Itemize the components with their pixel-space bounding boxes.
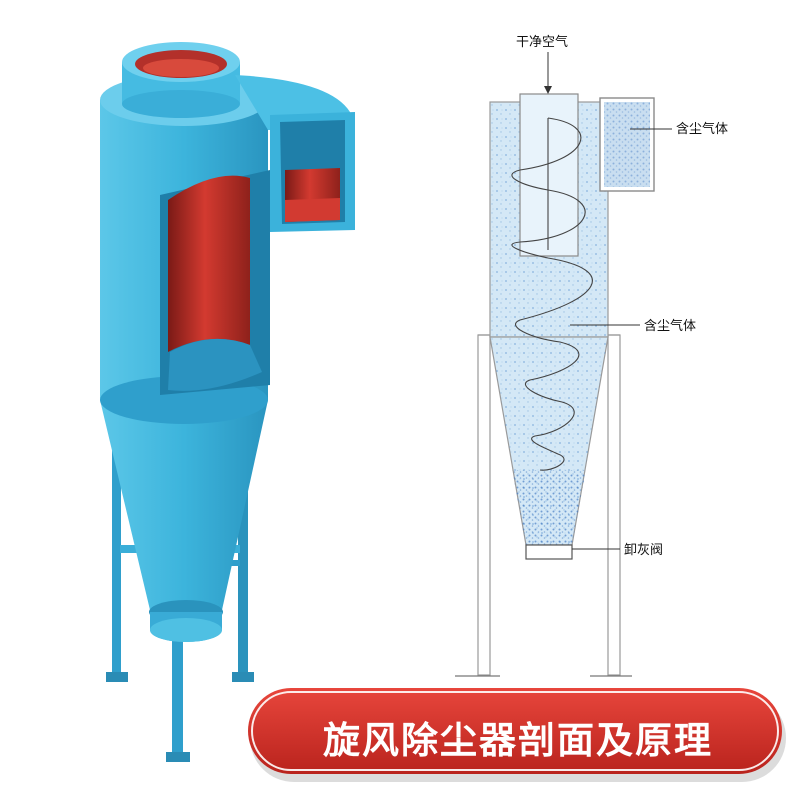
cone-body [100,400,268,610]
schematic-inner-tube [519,93,579,257]
cyclone-schematic [455,52,672,677]
leg-foot [232,672,254,682]
spiral-airflow [511,117,593,471]
label-dusty-gas-inlet: 含尘气体 [676,121,728,137]
schematic-leg [477,334,491,676]
inner-tube [168,175,250,352]
cyclone-3d-model [100,42,355,762]
label-discharge-valve: 卸灰阀 [624,542,663,558]
leg-foot [166,752,190,762]
label-clean-air: 干净空气 [516,34,568,50]
leg-foot [106,672,128,682]
banner-title: 旋风除尘器剖面及原理 [323,719,713,762]
title-banner: 旋风除尘器剖面及原理 [248,688,788,786]
schematic-leg [607,334,621,676]
support-leg [238,395,248,675]
support-leg [112,410,121,675]
discharge-valve [525,544,573,560]
label-dusty-gas-body: 含尘气体 [644,318,696,334]
